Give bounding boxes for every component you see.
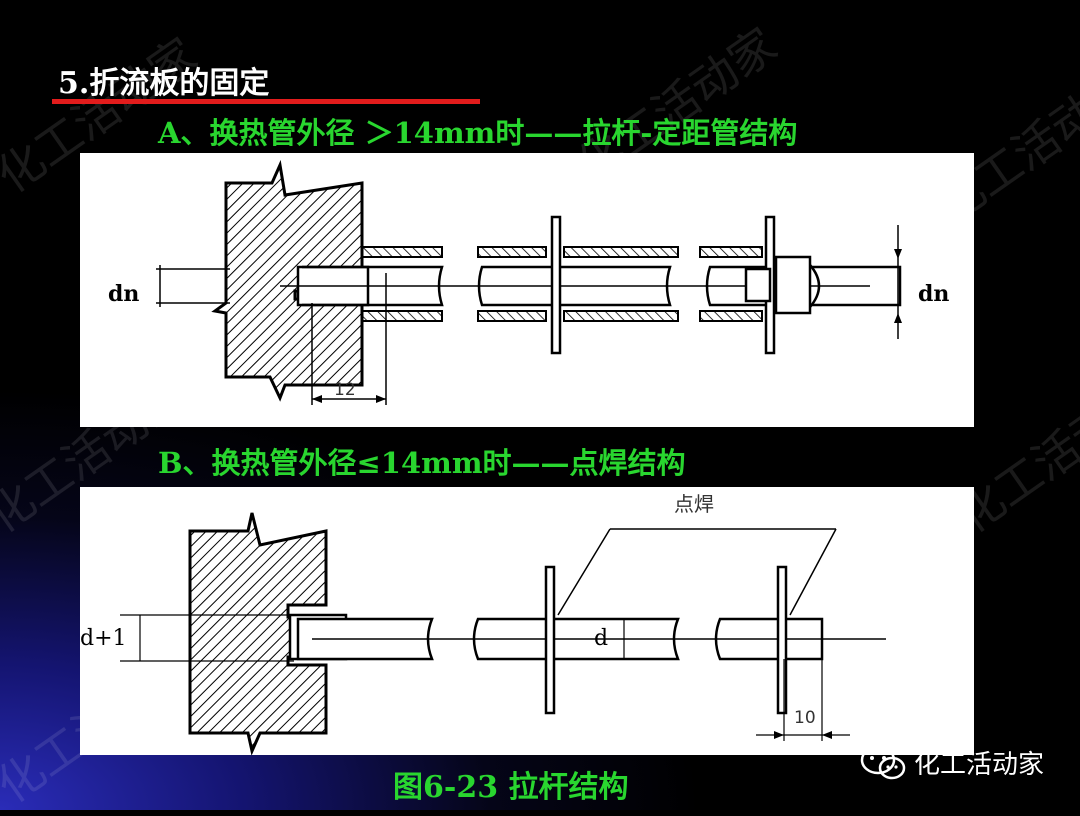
baffle-plate bbox=[776, 565, 788, 715]
diagram-b-drawing: d+1 d 点焊 10 bbox=[80, 492, 886, 755]
tube-sheet bbox=[211, 159, 364, 402]
baffle-plate bbox=[550, 215, 562, 355]
label-spot-weld: 点焊 bbox=[674, 492, 714, 516]
nut bbox=[774, 255, 812, 315]
nut bbox=[744, 267, 772, 303]
diagram-a-panel: dn dn 12 bbox=[80, 153, 974, 427]
figure-caption: 图6-23 拉杆结构 bbox=[393, 770, 629, 805]
slide-title: 5.折流板的固定 bbox=[58, 66, 270, 101]
label-d-plus-1: d+1 bbox=[80, 626, 127, 651]
dimension-12: 12 bbox=[334, 380, 356, 400]
label-dn-right: dn bbox=[918, 281, 949, 307]
brand-badge: 化工活动家 bbox=[860, 744, 1044, 781]
baffle-plate bbox=[544, 565, 556, 715]
wechat-icon bbox=[860, 745, 906, 779]
diagram-a-drawing: dn dn 12 bbox=[108, 159, 949, 405]
dimension-10: 10 bbox=[794, 708, 816, 728]
label-d: d bbox=[594, 626, 608, 651]
subtitle-b: B、换热管外径≤14mm时——点焊结构 bbox=[158, 446, 686, 480]
title-underline bbox=[52, 99, 480, 104]
brand-name: 化工活动家 bbox=[913, 750, 1044, 780]
subtitle-a: A、换热管外径 ＞14mm时——拉杆-定距管结构 bbox=[158, 116, 798, 150]
label-dn-left: dn bbox=[108, 281, 139, 307]
diagram-b-panel: d+1 d 点焊 10 bbox=[80, 487, 974, 755]
